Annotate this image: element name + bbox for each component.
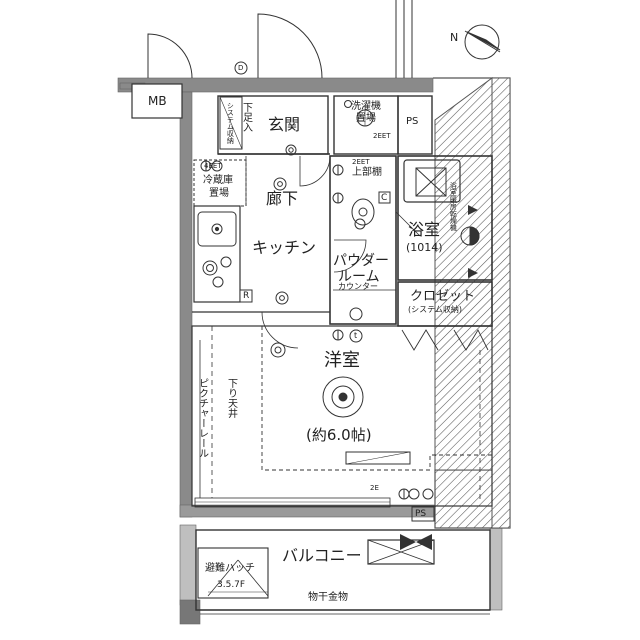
marker-r-label: R [243,291,250,301]
door-swing-icon [147,13,489,351]
corridor-label: 廊下 [266,189,299,208]
meter-box [131,83,183,119]
bath-size-label: (1014) [406,241,443,254]
upper-shelf-tag: 2EET [352,158,370,166]
marker-c-label: C [381,193,388,203]
hatch-floors-label: 3.5.7F [217,580,246,590]
ps-bottom-label: PS [415,509,427,519]
bathroom-label: 浴室 [408,220,441,239]
room-size-label: (約6.0帖) [306,426,372,444]
interior-partitions [191,95,493,615]
marker-t-circle [349,329,363,343]
bathroom-window-marks [468,205,478,278]
outlet-4eet-label: 4EET [204,162,222,170]
right-wall-band [491,77,511,529]
closet-sub-label: (システム収納) [408,305,463,314]
stove-burner-icon [202,256,232,288]
upper-shelf-label: 上部棚 [352,167,382,178]
compass-icon [464,24,501,60]
fridge-label-2: 置場 [209,188,229,199]
shoe-storage-label: 下足入 [240,102,252,132]
system-storage-label: システム収納 [226,102,235,144]
entrance-label: 玄関 [268,115,301,134]
hatch-icon [207,559,269,597]
exterior-walls [117,77,503,625]
outlet-icon [200,100,434,500]
compass-label: N [450,31,459,44]
bathtub-icon [415,167,447,197]
closet-label: クロゼット [410,289,476,304]
washer-label-1: 洗濯機 [351,101,381,112]
outlet-2e-label: 2E [370,484,379,492]
counter-label: カウンター [338,282,378,291]
marker-boxes [239,191,391,303]
western-room-label: 洋室 [324,350,360,371]
laundry-rod-label: 物干金物 [308,592,348,603]
washer-label-2: 置場 [356,113,376,124]
right-diagonal-structure [434,77,493,471]
exterior-railing [395,0,413,78]
powder-room-label-2: ルーム [338,269,380,285]
ceiling-light-icon [270,144,366,418]
outlet-2eet-top-label: 2EET [373,132,391,140]
balcony-label: バルコニー [282,546,362,565]
air-conditioner-icon [400,534,432,550]
marker-d-label: D [238,64,244,72]
hatch-label: 避難ハッチ [205,563,255,574]
bathroom-dryer-note: 浴室暖房乾燥機 [449,182,458,231]
ps-top-label: PS [406,116,419,127]
ventilation-fan-icon [356,109,480,246]
powder-room-label-1: パウダー [333,253,389,269]
lowered-ceiling-label: 下り天井 [225,378,237,418]
marker-d-circle [234,61,248,75]
mb-label: MB [148,94,167,108]
fridge-label-1: 冷蔵庫 [203,175,233,186]
washbasin-icon [351,198,375,226]
picture-rail-label: ピクチャーレール [196,378,208,458]
marker-t-label: t [354,331,358,340]
sink-icon [197,211,237,247]
kitchen-label: キッチン [252,238,317,257]
